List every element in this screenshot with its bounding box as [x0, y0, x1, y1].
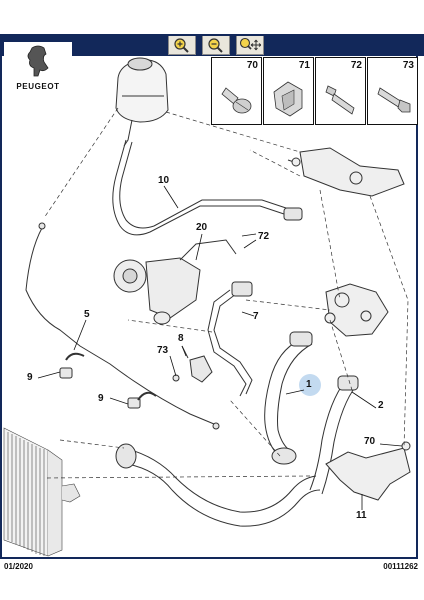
- radiator: [3, 427, 81, 557]
- callout-7: 7: [253, 311, 259, 322]
- lion-icon: [27, 45, 49, 77]
- zoom-out-icon: [208, 38, 223, 53]
- callout-20: 20: [196, 222, 208, 233]
- callout-10: 10: [158, 175, 170, 186]
- hose-5: [25, 222, 220, 430]
- diagram-code: 00111262: [383, 562, 418, 571]
- fastener-legend: 70 71 72 73: [211, 57, 418, 125]
- callout-70: 70: [364, 436, 376, 447]
- thermostat-housing: [287, 147, 405, 197]
- callout-9: 9: [98, 393, 104, 404]
- callout-8: 8: [178, 333, 184, 344]
- highlight-marker: [299, 374, 321, 396]
- legend-number: 72: [350, 60, 362, 71]
- legend-item-71: 71: [263, 57, 314, 125]
- callout-5: 5: [84, 309, 90, 320]
- callout-72: 72: [258, 231, 270, 242]
- hex-bolt-icon: [377, 87, 411, 113]
- callout-1: 1: [306, 379, 312, 390]
- turbo-assembly: [113, 239, 237, 325]
- zoom-pan-button[interactable]: [236, 35, 264, 55]
- callout-2: 2: [378, 400, 384, 411]
- brand-logo: PEUGEOT: [4, 42, 72, 106]
- reference-lines: [43, 107, 409, 479]
- zoom-pan-icon: [239, 37, 261, 51]
- callout-9: 9: [27, 372, 33, 383]
- legend-number: 71: [298, 60, 310, 71]
- zoom-toolbar: [168, 35, 264, 55]
- zoom-in-button[interactable]: [168, 35, 196, 55]
- legend-item-72: 72: [315, 57, 366, 125]
- hose-10: [112, 139, 303, 236]
- legend-item-73: 73: [367, 57, 418, 125]
- bracket-11: [325, 441, 411, 501]
- hose-1: [264, 331, 313, 465]
- callout-11: 11: [356, 510, 367, 521]
- callout-73: 73: [157, 345, 169, 356]
- stud-bolt-icon: [325, 85, 355, 115]
- catalog-date: 01/2020: [4, 562, 33, 571]
- zoom-in-icon: [174, 38, 189, 53]
- brand-name: PEUGEOT: [16, 82, 60, 91]
- pipe-7: [207, 281, 253, 397]
- clip-icon: [273, 81, 303, 117]
- legend-item-70: 70: [211, 57, 262, 125]
- legend-number: 70: [246, 60, 258, 71]
- callout-leaders: [37, 185, 403, 510]
- legend-number: 73: [402, 60, 414, 71]
- lower-hose: [115, 443, 321, 527]
- zoom-out-button[interactable]: [202, 35, 230, 55]
- small-parts: [59, 345, 213, 409]
- expansion-tank: [115, 57, 169, 147]
- flange-bolt-icon: [221, 87, 252, 114]
- water-outlet-housing: [324, 283, 389, 337]
